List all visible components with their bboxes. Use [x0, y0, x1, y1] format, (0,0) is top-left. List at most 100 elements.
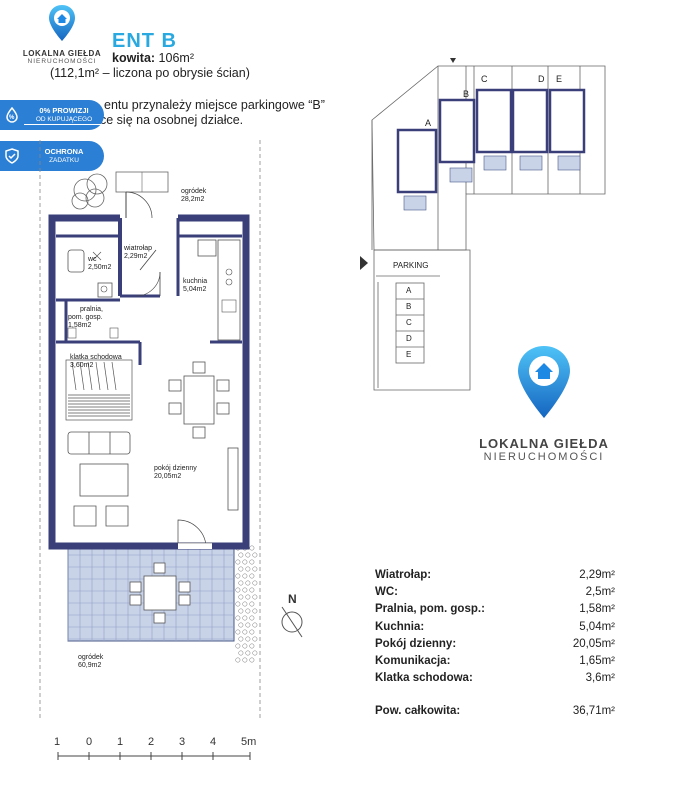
table-row: Kuchnia: 5,04m²	[375, 619, 615, 636]
entrance-marker-top	[450, 58, 456, 63]
logo-brand: LOKALNA GIEŁDA	[22, 49, 102, 58]
site-units	[396, 88, 586, 194]
location-pin-icon	[49, 5, 75, 41]
table-row: Klatka schodowa: 3,6m²	[375, 670, 615, 687]
big-logo-brand: LOKALNA GIEŁDA	[479, 436, 609, 451]
parking-spot-b: B	[406, 302, 412, 311]
percent-drop-icon: %	[0, 107, 24, 123]
scale-tick-label: 1	[117, 736, 124, 748]
parking-note-line2: ce się na osobnej działce.	[100, 113, 244, 127]
row-label: Kuchnia:	[375, 620, 425, 633]
parking-spot-a: A	[406, 286, 412, 295]
scale-tick-label: 4	[210, 736, 217, 748]
dining-table	[168, 361, 230, 439]
header-logo: LOKALNA GIEŁDA NIERUCHOMOŚCI	[14, 4, 110, 68]
big-logo-sub: NIERUCHOMOŚCI	[483, 451, 605, 463]
row-label: Klatka schodowa:	[375, 672, 473, 685]
parking-note-line1: entu przynależy miejsce parkingowe “B”	[104, 98, 325, 112]
logo-sub: NIERUCHOMOŚCI	[27, 58, 97, 65]
row-value: 1,65m²	[579, 654, 615, 667]
room-laundry: pralnia,pom. gosp.1,58m2	[68, 306, 103, 330]
row-value: 2,5m²	[585, 586, 615, 599]
laundry-name2: pom. gosp.	[68, 314, 103, 321]
vestibule-area: 2,29m2	[124, 253, 148, 260]
parking-spot-c: C	[406, 318, 412, 327]
parking-grid	[395, 282, 425, 364]
wc-sink	[97, 282, 113, 298]
table-row: Pokój dzienny: 20,05m²	[375, 636, 615, 653]
table-row: Wiatrołap: 2,29m²	[375, 567, 615, 584]
living-name: pokój dzienny	[154, 465, 197, 472]
deposit-badge-line1: OCHRONA	[44, 147, 84, 156]
shield-check-icon	[0, 148, 24, 164]
kitchen-counter	[217, 239, 241, 341]
row-value: 2,29m²	[579, 569, 615, 581]
kitchen-area: 5,04m2	[183, 286, 207, 293]
row-label: Wiatrołap:	[375, 569, 432, 581]
wc-name: wc	[88, 256, 97, 263]
row-value: 1,58m²	[579, 603, 615, 616]
sofa	[67, 431, 131, 497]
area-note: (112,1m² – liczona po obrysie ścian)	[50, 66, 250, 80]
staircase	[65, 359, 133, 421]
wc-toilet	[67, 249, 85, 273]
garden-bottom-name: ogródek	[78, 654, 104, 661]
compass-label: N	[288, 592, 297, 606]
stairs-name: klatka schodowa	[70, 354, 122, 361]
deposit-badge-line2: ZADATKU	[49, 157, 79, 164]
segment-title: ENT B	[112, 30, 177, 52]
row-value: 3,6m²	[585, 672, 615, 685]
garden-bottom-area: 60,9m2	[78, 662, 102, 669]
laundry-name: pralnia,	[80, 306, 103, 313]
total-area-value: 106m²	[158, 51, 194, 65]
vestibule-name: wiatrołap	[124, 245, 153, 252]
scale-tick-label: 5m	[241, 736, 257, 748]
tv-unit	[227, 447, 239, 511]
laundry-area: 1,58m2	[68, 322, 92, 329]
parking-spot-d: D	[406, 334, 412, 343]
table-row: WC: 2,5m²	[375, 584, 615, 601]
kitchen-name: kuchnia	[183, 278, 208, 285]
site-unit-label-b: B	[463, 89, 470, 99]
compass-icon	[281, 606, 303, 638]
wc-area: 2,50m2	[88, 264, 112, 271]
scale-labels: 1 0 1 2 3 4 5m	[54, 736, 274, 750]
total-area-label: kowita:	[112, 51, 156, 65]
parking-spot-e: E	[406, 350, 412, 359]
armchairs	[73, 505, 129, 527]
row-value: 20,05m²	[572, 637, 615, 650]
area-table: Wiatrołap: 2,29m² WC: 2,5m² Pralnia, pom. …	[375, 567, 615, 721]
total-area: kowita: 106m²	[112, 51, 194, 65]
garden-top-area: 28,2m2	[181, 196, 205, 203]
site-terraces	[403, 155, 581, 211]
table-row: Pralnia, pom. gosp.: 1,58m²	[375, 601, 615, 618]
parking-title: PARKING	[393, 261, 429, 270]
site-unit-label-d: D	[538, 74, 545, 84]
row-label: Komunikacja:	[375, 654, 451, 667]
stairs-area: 3,60m2	[70, 362, 94, 369]
site-unit-label-a: A	[425, 118, 432, 128]
table-total-row: Pow. całkowita:36,71m²	[375, 703, 615, 720]
row-label: WC:	[375, 586, 398, 599]
big-logo-pin-icon	[518, 346, 570, 418]
row-label: Pralnia, pom. gosp.:	[375, 603, 485, 616]
scale-tick-label: 1	[54, 736, 61, 748]
big-logo: LOKALNA GIEŁDA NIERUCHOMOŚCI	[474, 428, 614, 463]
scale-tick-label: 3	[179, 736, 186, 748]
row-value: 5,04m²	[579, 620, 615, 633]
scale-tick-label: 2	[148, 736, 155, 748]
row-label: Pokój dzienny:	[375, 637, 457, 650]
site-unit-label-c: C	[481, 74, 488, 84]
svg-text:%: %	[9, 115, 15, 121]
bush-top	[71, 173, 108, 210]
